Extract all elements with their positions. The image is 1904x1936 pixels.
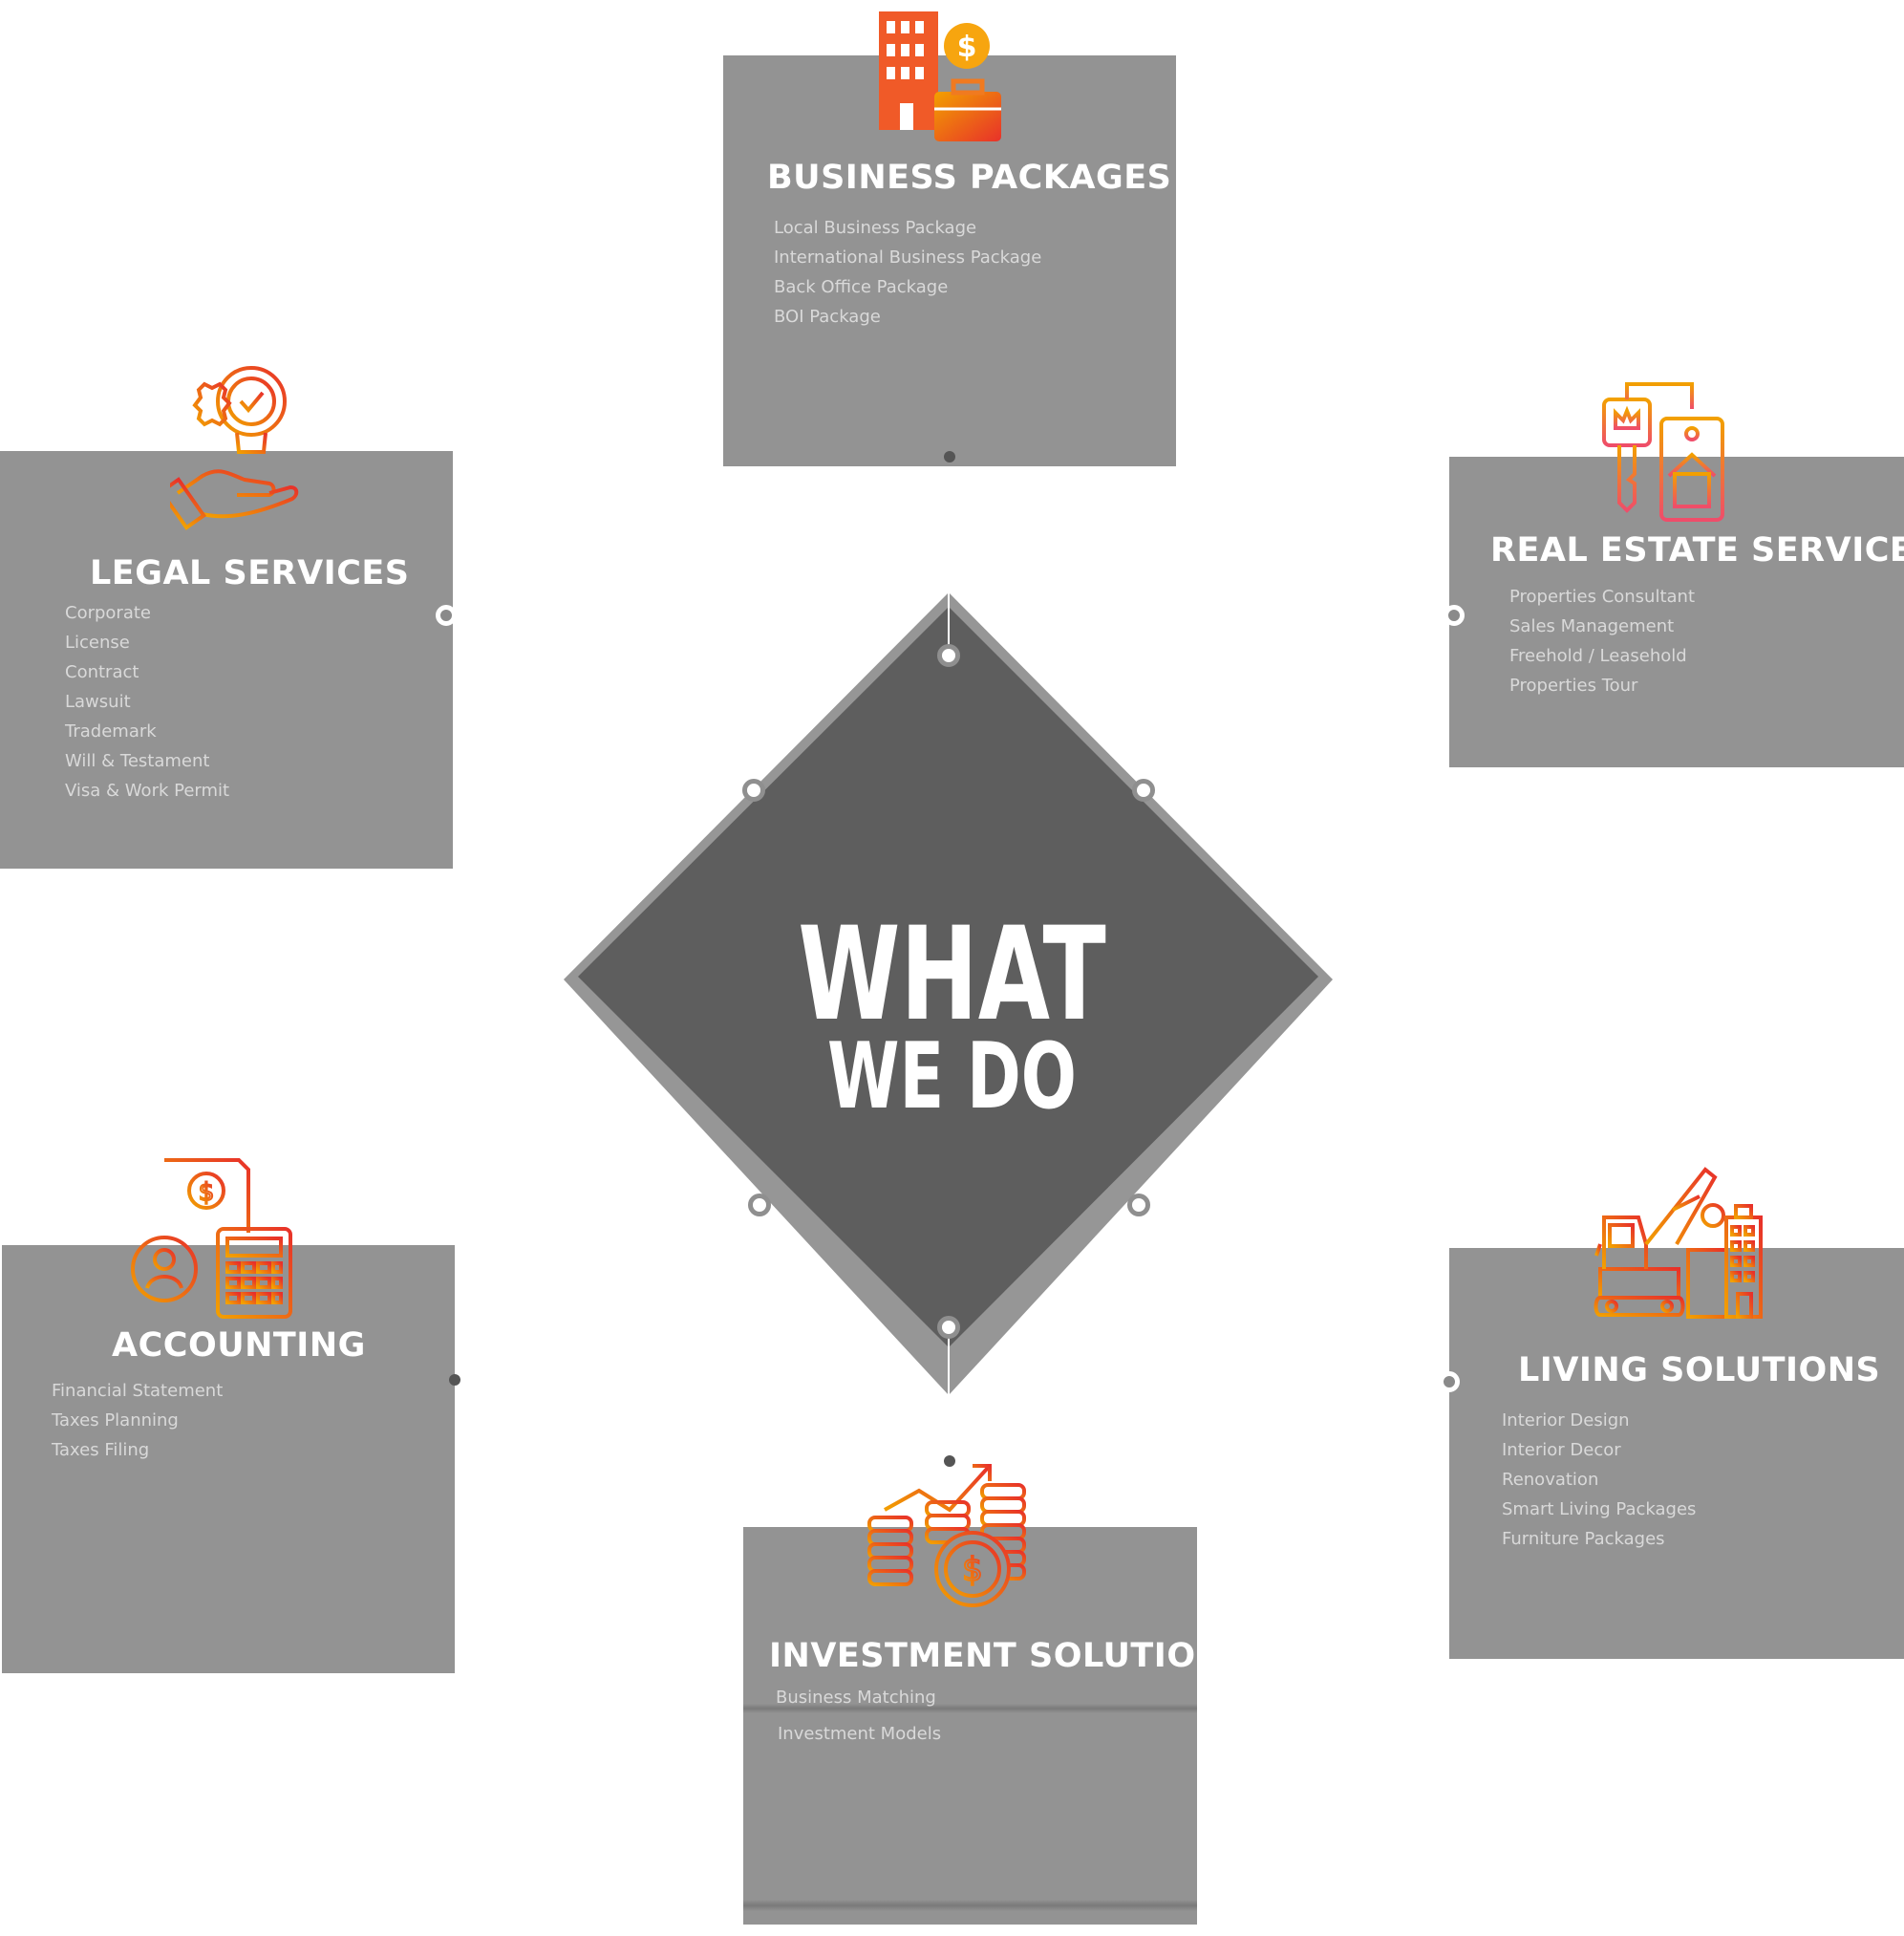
card-title: LIVING SOLUTIONS [1518, 1351, 1881, 1389]
card-connector-dot [449, 1374, 460, 1386]
list-item[interactable]: Lawsuit [65, 692, 131, 712]
card-item-list: Interior Design Interior Decor Renovatio… [1502, 1406, 1696, 1554]
list-item[interactable]: Business Matching [776, 1688, 936, 1708]
list-item[interactable]: Investment Models [778, 1724, 942, 1744]
card-connector-node [1444, 605, 1465, 626]
list-item[interactable]: Smart Living Packages [1502, 1499, 1697, 1519]
list-item[interactable]: Taxes Filing [52, 1440, 150, 1460]
list-item[interactable]: Trademark [65, 721, 157, 742]
card-title: BUSINESS PACKAGES [767, 159, 1172, 197]
connector-node-lower-left [748, 1194, 771, 1216]
list-item[interactable]: Back Office Package [774, 277, 949, 297]
connector-node-bottom [937, 1316, 960, 1339]
card-title: ACCOUNTING [112, 1326, 366, 1365]
list-item[interactable]: Contract [65, 662, 139, 682]
list-item[interactable]: Properties Consultant [1509, 587, 1696, 607]
list-item[interactable]: Interior Design [1502, 1410, 1630, 1430]
list-item[interactable]: Renovation [1502, 1470, 1599, 1490]
list-item[interactable]: Financial Statement [52, 1381, 224, 1401]
card-item-list: Financial Statement Taxes Planning Taxes… [52, 1376, 223, 1465]
card-title: INVESTMENT SOLUTION [769, 1637, 1225, 1675]
list-item[interactable]: Visa & Work Permit [65, 781, 230, 801]
connector-node-top [937, 644, 960, 667]
card-title: LEGAL SERVICES [90, 554, 410, 592]
coins-growth-chart-icon: $ [867, 1464, 1026, 1607]
card-item-list: Local Business Package International Bus… [774, 213, 1041, 332]
list-item[interactable]: Local Business Package [774, 218, 977, 238]
svg-text:$: $ [957, 31, 977, 64]
card-connector-dot [944, 451, 955, 462]
list-item[interactable]: Interior Decor [1502, 1440, 1621, 1460]
card-item-list: Properties Consultant Sales Management F… [1509, 582, 1695, 700]
list-item[interactable]: Properties Tour [1509, 676, 1638, 696]
hand-lightbulb-gear-icon [170, 366, 299, 530]
card-legal-services[interactable] [0, 451, 453, 869]
divider [743, 1900, 1197, 1911]
list-item[interactable]: BOI Package [774, 307, 881, 327]
list-item[interactable]: Taxes Planning [52, 1410, 179, 1430]
list-item[interactable]: Will & Testament [65, 751, 210, 771]
connector-node-upper-right [1132, 779, 1155, 802]
list-item[interactable]: Freehold / Leasehold [1509, 646, 1687, 666]
divider [743, 1704, 1197, 1713]
center-title-line1: WHAT [798, 899, 1106, 1049]
svg-text:$: $ [199, 1178, 215, 1207]
card-connector-node [436, 605, 457, 626]
card-title: REAL ESTATE SERVICES [1490, 531, 1904, 570]
crane-construction-icon [1594, 1167, 1763, 1319]
card-real-estate-services[interactable] [1449, 457, 1904, 767]
list-item[interactable]: Furniture Packages [1502, 1529, 1665, 1549]
list-item[interactable]: Sales Management [1509, 616, 1675, 636]
list-item[interactable]: International Business Package [774, 247, 1042, 268]
list-item[interactable]: License [65, 633, 130, 653]
card-connector-node [1439, 1371, 1460, 1392]
office-building-money-icon: $ [879, 11, 1001, 141]
connector-node-lower-right [1127, 1194, 1150, 1216]
center-title-line2: WE DO [827, 1024, 1077, 1129]
invoice-calculator-icon: $ [131, 1158, 292, 1319]
svg-text:$: $ [962, 1551, 983, 1589]
card-item-list: Corporate License Contract Lawsuit Trade… [65, 598, 229, 806]
card-connector-dot [944, 1455, 955, 1467]
list-item[interactable]: Corporate [65, 603, 151, 623]
connector-node-upper-left [742, 779, 765, 802]
house-key-tag-icon [1602, 382, 1724, 522]
